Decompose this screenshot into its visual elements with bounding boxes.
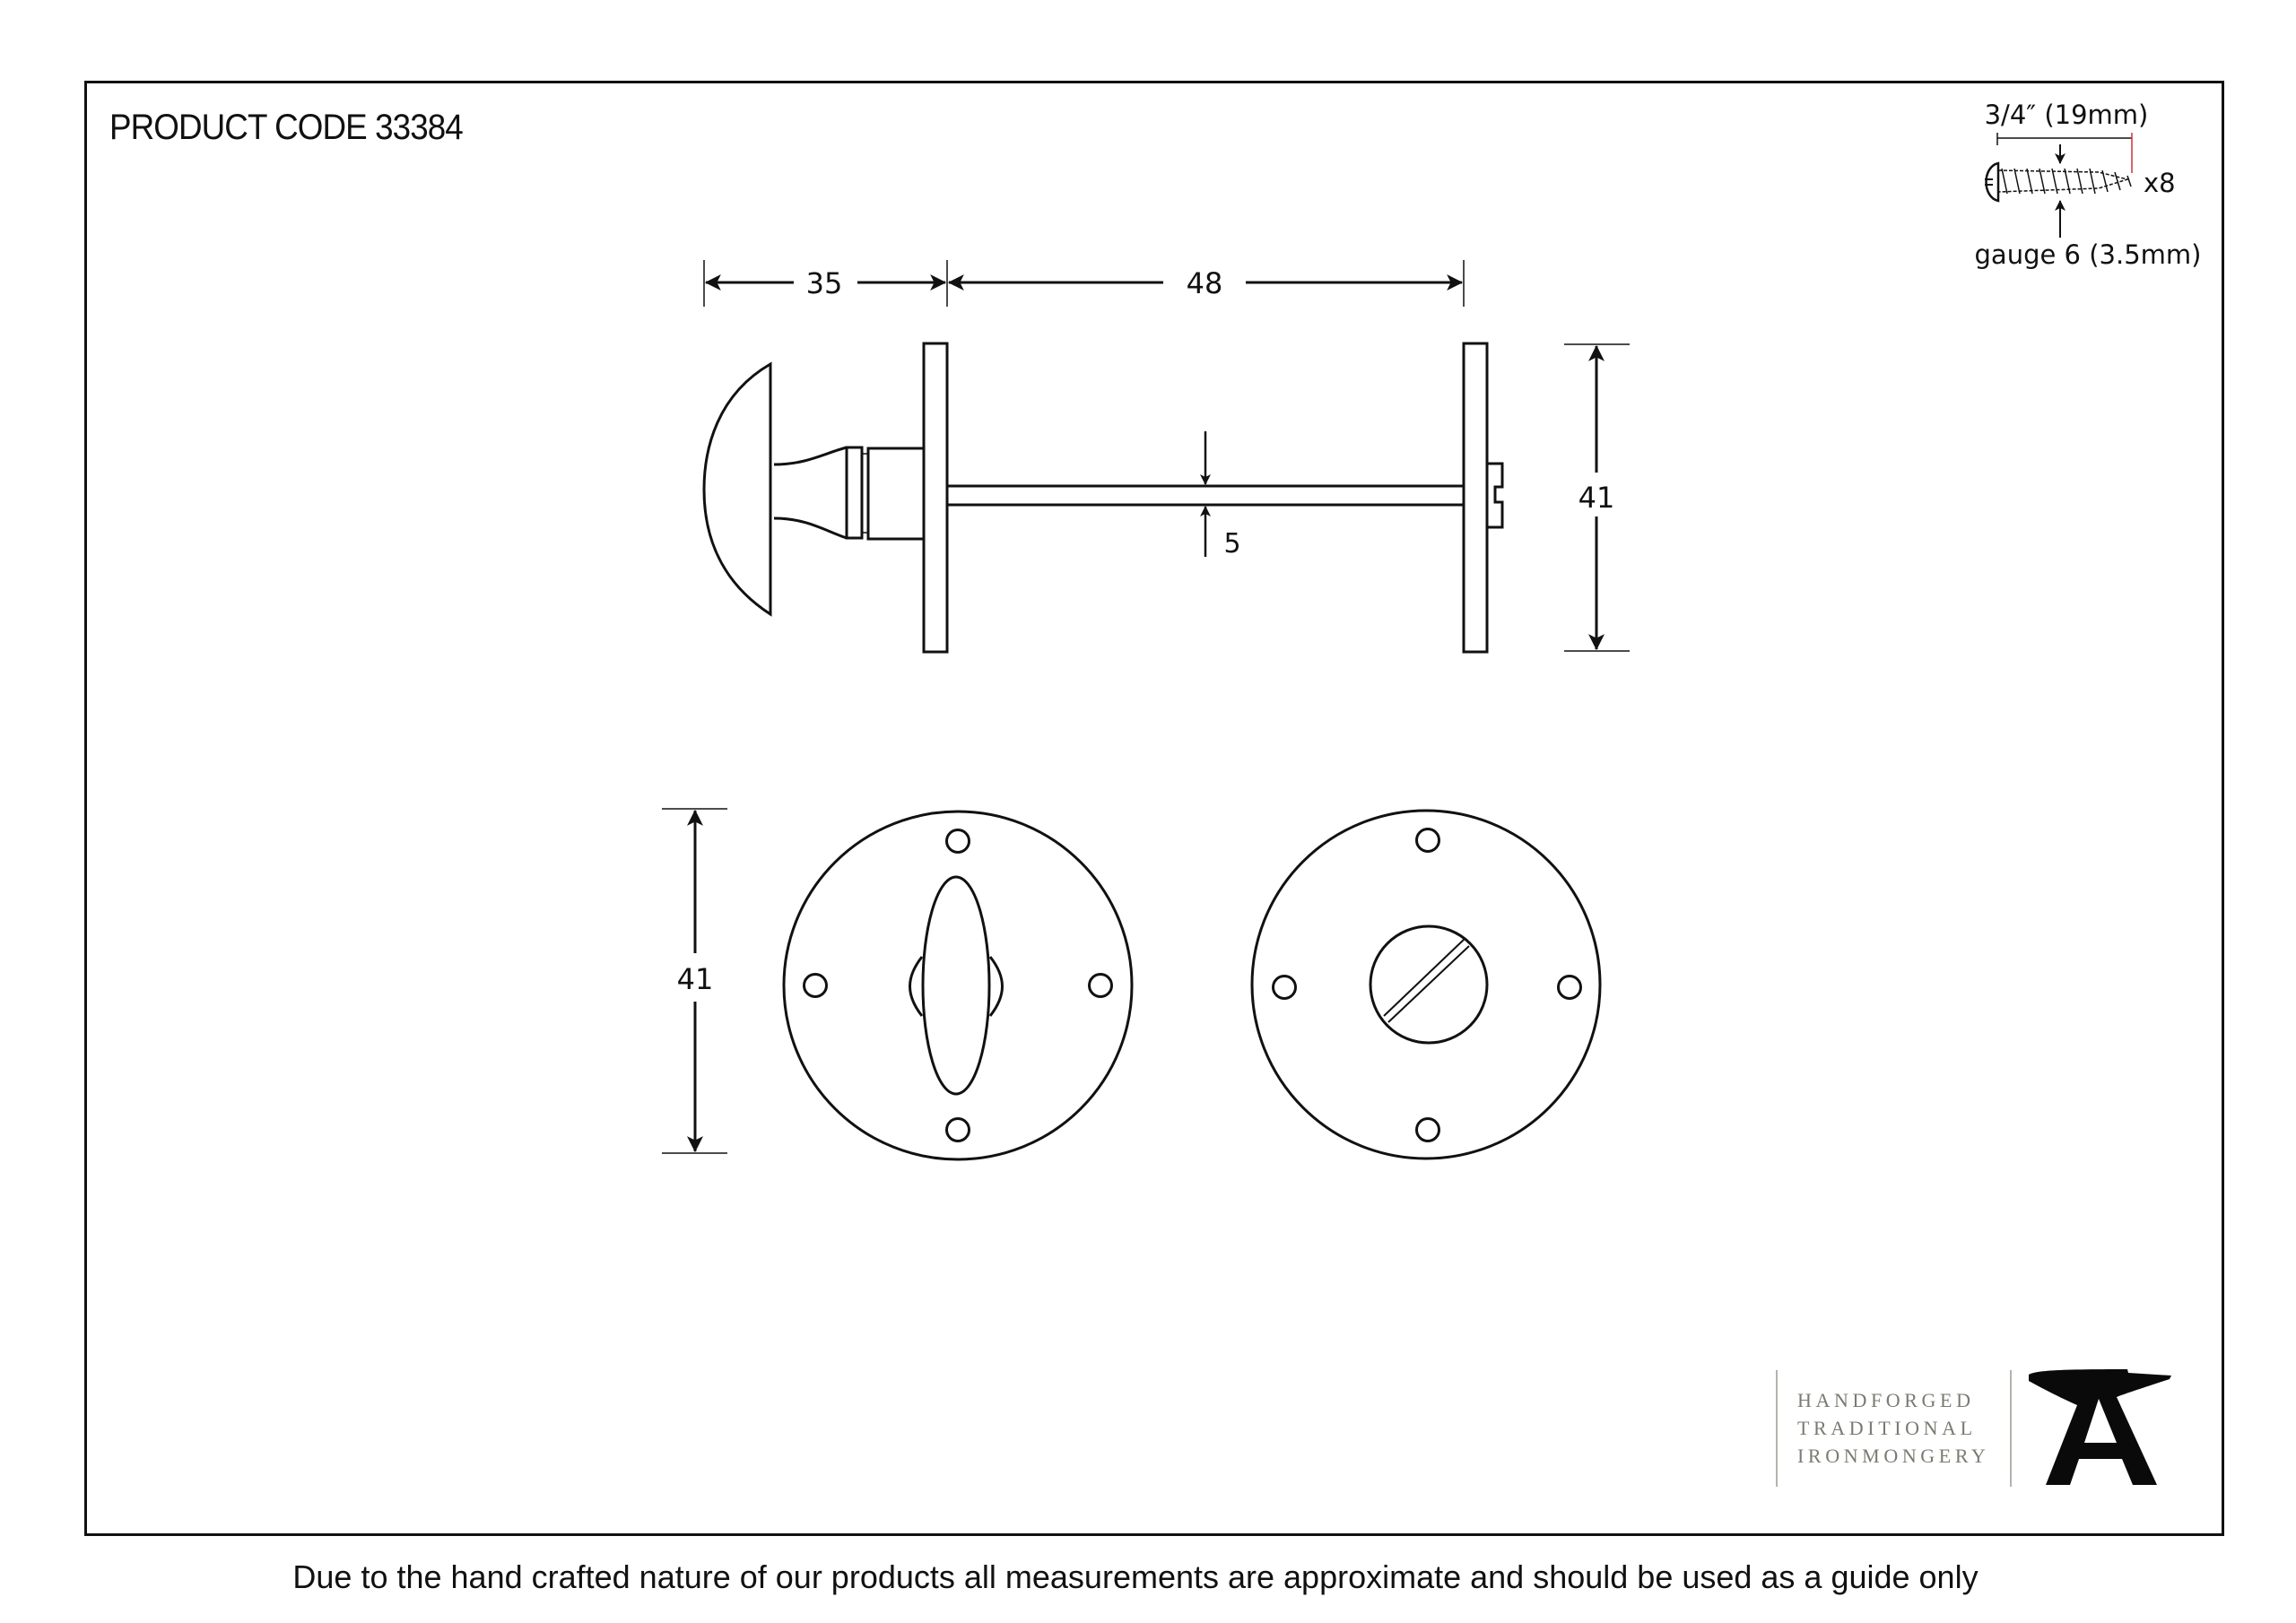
knob-neck-bottom	[773, 516, 848, 540]
dimension-knob-length: 35	[806, 266, 843, 300]
screw-length-label: 3/4″ (19mm)	[1985, 100, 2149, 130]
dimension-spindle-length: 48	[1187, 266, 1223, 300]
thumbturn-rose	[782, 810, 1134, 1161]
dimension-rose-diameter: 41	[677, 962, 714, 996]
brand-line-3: IRONMONGERY	[1797, 1445, 1990, 1467]
brand-line-1: HANDFORGED	[1797, 1389, 1975, 1411]
front-view-dimension	[662, 808, 727, 1154]
side-view	[702, 342, 1504, 654]
screw-gauge-label: gauge 6 (3.5mm)	[1975, 239, 2202, 270]
left-rose-plate	[922, 342, 949, 654]
side-view-dimensions	[703, 260, 1630, 652]
brand-wordmark: HANDFORGED TRADITIONAL IRONMONGERY	[1797, 1386, 1989, 1470]
drawing-frame	[84, 81, 2224, 1536]
release-rose	[1250, 809, 1602, 1160]
thumbturn-boss-left	[909, 956, 924, 1017]
right-rose-plate	[1462, 342, 1489, 654]
knob-dome	[702, 361, 772, 617]
thumbturn-boss-right	[988, 956, 1004, 1017]
knob-neck-top	[773, 446, 848, 466]
thumbturn-lever	[921, 875, 991, 1096]
measurement-disclaimer: Due to the hand crafted nature of our pr…	[292, 1558, 1979, 1595]
product-code-title: PRODUCT CODE 33384	[109, 108, 464, 147]
anvil-logo-icon	[2029, 1369, 2171, 1485]
screw-quantity-label: x8	[2144, 168, 2176, 198]
knob-collar	[845, 446, 864, 540]
release-tab	[1487, 462, 1504, 529]
dimension-spindle-diameter: 5	[1223, 528, 1240, 560]
dimension-rose-height: 41	[1578, 481, 1615, 515]
brand-divider-right	[2010, 1370, 2012, 1487]
release-disc	[1369, 924, 1489, 1045]
knob-boss	[866, 447, 926, 541]
screw-icon	[1985, 133, 2133, 238]
brand-divider-left	[1776, 1370, 1778, 1487]
brand-line-2: TRADITIONAL	[1797, 1417, 1977, 1439]
